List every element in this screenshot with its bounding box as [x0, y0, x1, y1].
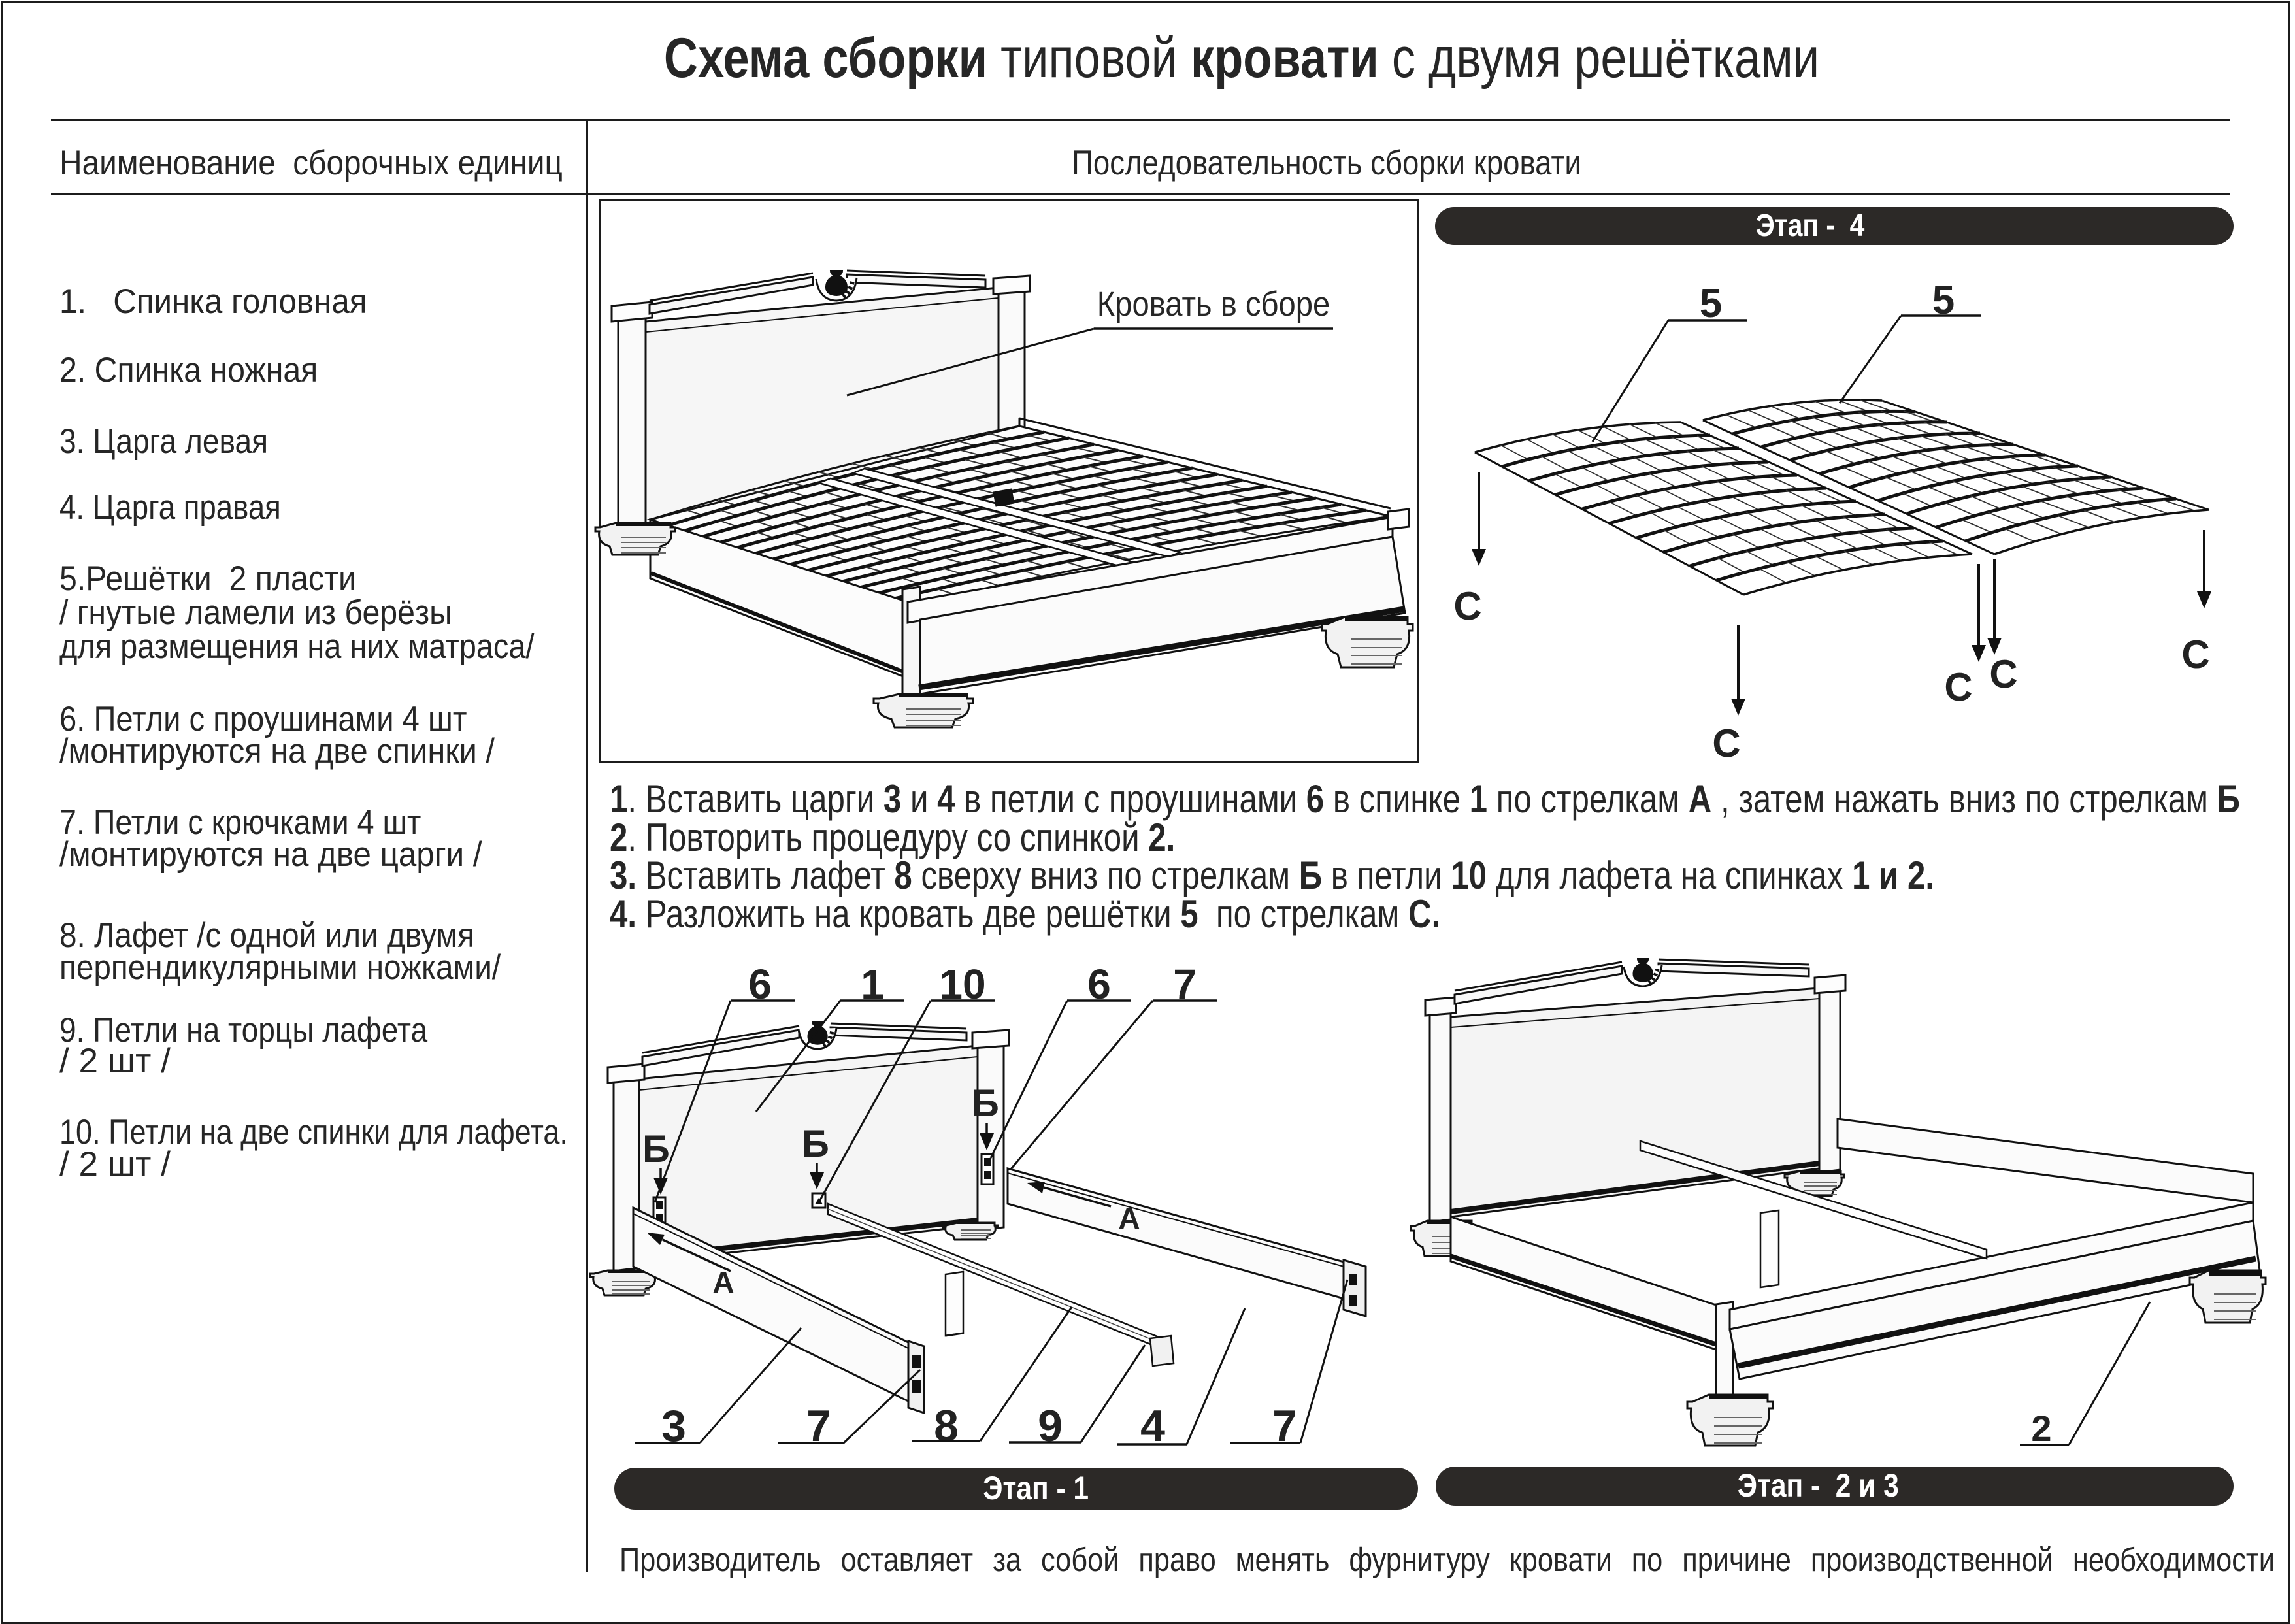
svg-text:С: С: [1989, 652, 2017, 696]
svg-text:4: 4: [1140, 1401, 1165, 1451]
svg-text:С: С: [2181, 633, 2209, 676]
svg-text:А: А: [1118, 1201, 1140, 1235]
svg-text:Б: Б: [802, 1123, 829, 1165]
svg-text:8: 8: [934, 1401, 959, 1451]
svg-text:5: 5: [1700, 281, 1722, 326]
svg-text:2: 2: [2031, 1408, 2051, 1449]
svg-text:Б: Б: [972, 1082, 999, 1125]
svg-text:С: С: [1944, 665, 1972, 709]
svg-text:Б: Б: [642, 1128, 670, 1170]
svg-text:А: А: [712, 1265, 734, 1299]
svg-text:С: С: [1712, 721, 1740, 765]
svg-text:С: С: [1453, 584, 1481, 628]
